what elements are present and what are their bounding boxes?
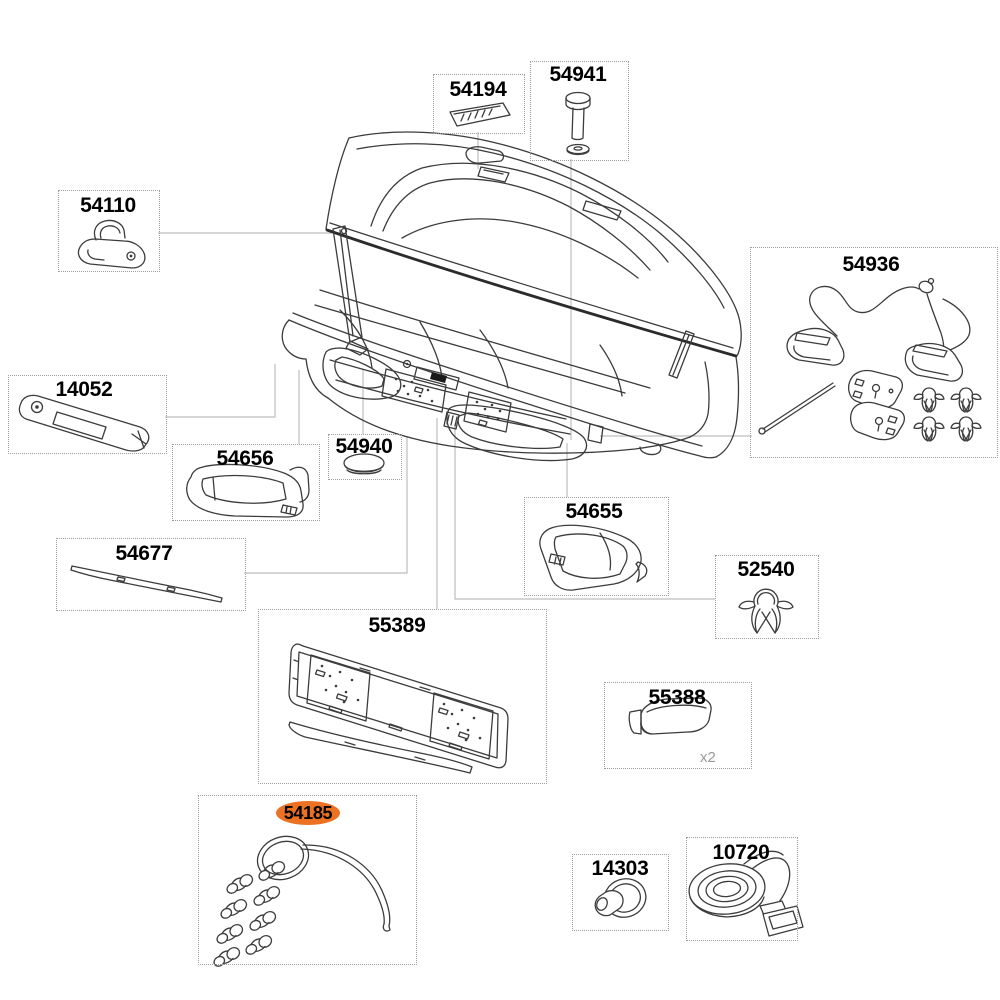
corner-cover-left-drawing — [187, 464, 309, 517]
leader-lines — [158, 132, 752, 609]
part-label-52540: 52540 — [737, 558, 795, 581]
part-box-14303 — [572, 854, 669, 931]
part-box-54941 — [530, 61, 629, 161]
lid-hook-bracket-drawing — [78, 220, 144, 268]
part-box-10720 — [686, 837, 798, 941]
part-label-55388: 55388 — [648, 686, 706, 709]
part-label-54940: 54940 — [335, 435, 393, 458]
oval-plug-cap-drawing — [344, 454, 384, 474]
part-label-54936: 54936 — [842, 253, 900, 276]
part-box-55389 — [258, 609, 547, 784]
part-box-54677 — [56, 538, 246, 611]
part-box-54656 — [172, 444, 320, 521]
part-label-54656: 54656 — [216, 447, 274, 470]
part-label-54677: 54677 — [115, 542, 173, 565]
part-box-54940 — [328, 434, 402, 480]
part-box-52540 — [715, 555, 819, 639]
end-cap-drawing — [629, 698, 711, 734]
part-box-54655 — [524, 497, 669, 596]
part-box-14052 — [8, 375, 167, 454]
part-label-55389: 55389 — [368, 614, 426, 637]
plate-holder-panel-drawing — [289, 644, 508, 773]
cable-clip-drawing — [739, 589, 793, 633]
part-label-14052: 14052 — [55, 378, 113, 401]
cord-and-toggles-kit-drawing — [211, 829, 390, 971]
trim-strip-drawing — [71, 566, 222, 602]
light-kit-wiring-drawing — [759, 279, 982, 442]
part-label-54185-highlighted: 54185 — [276, 801, 340, 825]
cargo-box-drawing — [282, 132, 741, 460]
part-label-10720: 10720 — [712, 841, 770, 864]
part-label-54941: 54941 — [549, 63, 607, 86]
part-box-54185 — [198, 795, 417, 965]
part-label-54110: 54110 — [80, 194, 136, 217]
part-label-14303: 14303 — [591, 857, 649, 880]
strap-with-buckle-drawing — [687, 851, 803, 936]
part-box-54194 — [433, 74, 525, 134]
part-label-54194: 54194 — [449, 78, 507, 101]
corner-cover-right-drawing — [540, 525, 647, 590]
part-box-54110 — [58, 190, 160, 272]
part-label-54655: 54655 — [565, 500, 623, 523]
grommet-pin-drawing — [595, 873, 651, 922]
part-box-54936 — [750, 247, 998, 458]
bolt-and-washer-drawing — [566, 93, 590, 155]
quantity-note-55388: x2 — [700, 749, 716, 766]
handle-plate-drawing — [19, 395, 148, 451]
part-box-55388 — [604, 682, 752, 769]
logo-sticker-drawing — [450, 103, 510, 126]
